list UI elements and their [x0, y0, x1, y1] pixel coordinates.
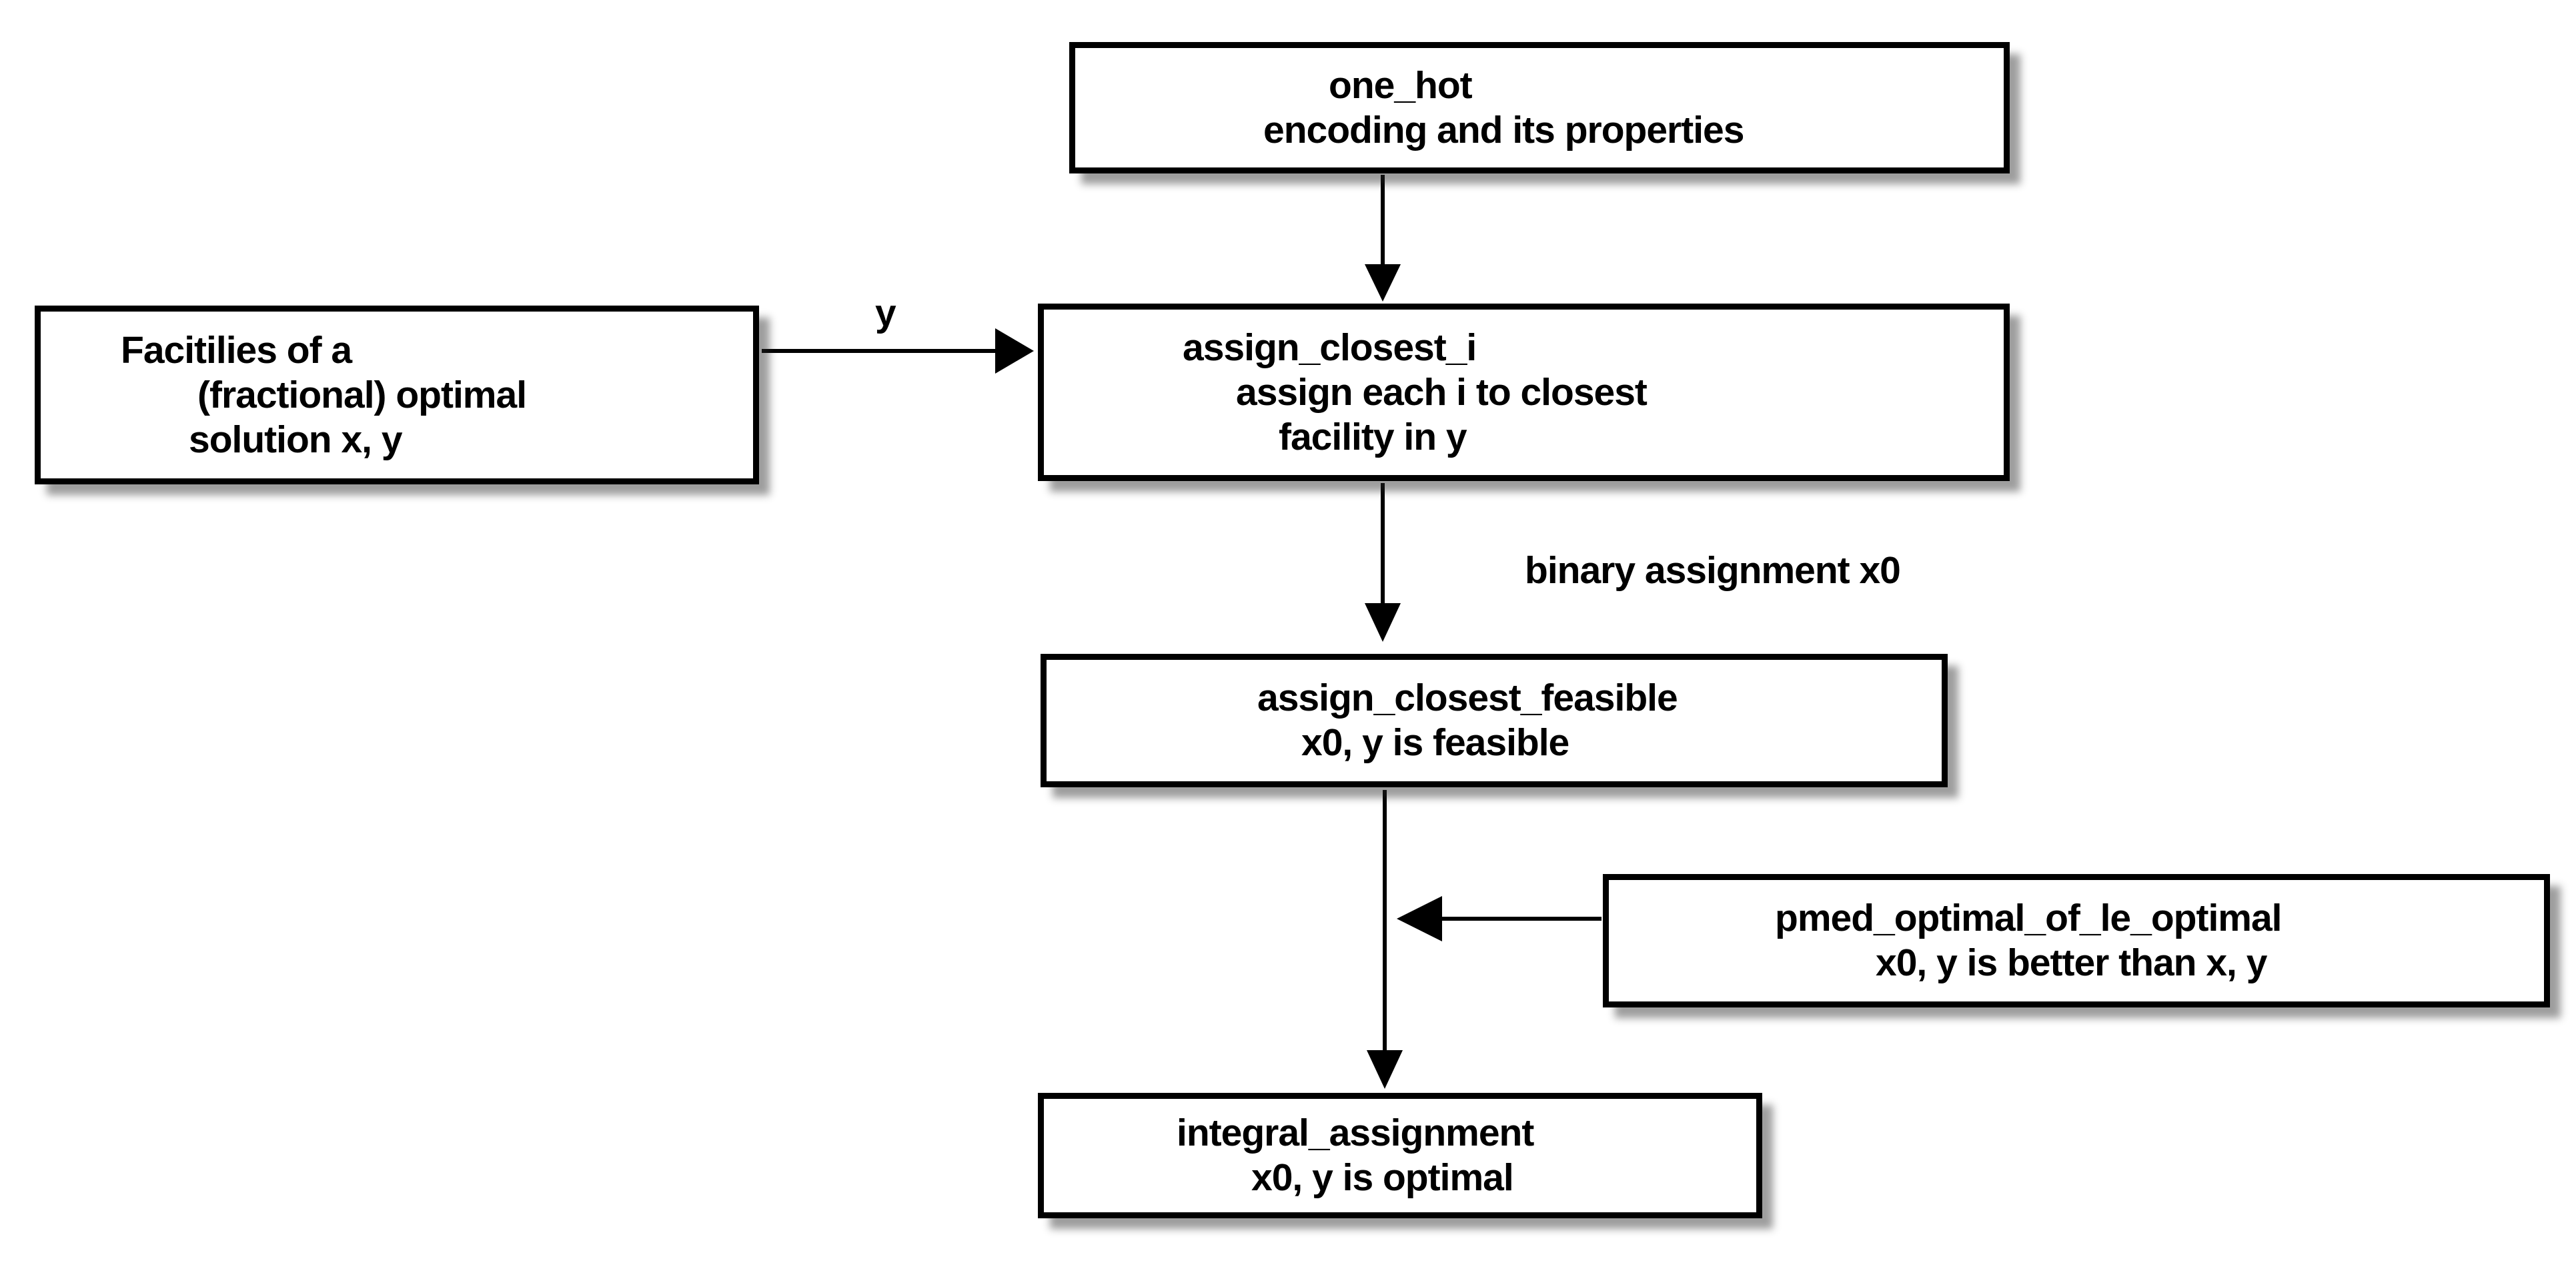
arrowhead-down-icon	[1365, 603, 1401, 642]
edge-label-binary-assignment-x0: binary assignment x0	[1525, 549, 1901, 592]
edge-feasible-to-integral	[1367, 790, 1403, 1089]
edge-pmed-to-junction	[1397, 896, 1601, 941]
node-description: x0, y is feasible	[1301, 721, 1569, 764]
node-integral-assignment: integral_assignment x0, y is optimal	[1038, 1093, 1762, 1218]
edge-facilities-to-assign-closest-i	[762, 328, 1034, 374]
arrowhead-down-icon	[1367, 1050, 1403, 1089]
edge-label-y: y	[875, 292, 896, 334]
node-description: facility in y	[1279, 415, 1467, 458]
node-description: encoding and its properties	[1263, 108, 1744, 151]
node-title: assign_closest_feasible	[1257, 677, 1678, 719]
edge-one-hot-to-assign-closest-i	[1365, 175, 1401, 302]
arrowhead-right-icon	[995, 328, 1034, 374]
edge-assign-closest-i-to-feasible	[1365, 483, 1401, 642]
node-pmed-optimal-of-le-optimal: pmed_optimal_of_le_optimal x0, y is bett…	[1603, 874, 2550, 1007]
node-assign-closest-i: assign_closest_i assign each i to closes…	[1038, 304, 2010, 481]
node-title: integral_assignment	[1177, 1112, 1534, 1154]
node-title: Facitilies of a	[121, 328, 352, 372]
arrowhead-left-icon	[1397, 896, 1442, 941]
node-title: one_hot	[1329, 63, 1473, 107]
node-title: assign_closest_i	[1183, 326, 1477, 369]
node-title: pmed_optimal_of_le_optimal	[1775, 897, 2283, 939]
node-facilities-of-optimal: Facitilies of a (fractional) optimal sol…	[35, 306, 759, 484]
node-one-hot: one_hot encoding and its properties	[1069, 42, 2010, 173]
arrowhead-down-icon	[1365, 264, 1401, 302]
node-description: x0, y is better than x, y	[1876, 941, 2267, 984]
node-description: x0, y is optimal	[1251, 1156, 1514, 1199]
node-assign-closest-feasible: assign_closest_feasible x0, y is feasibl…	[1041, 654, 1948, 787]
node-description: solution x, y	[189, 418, 403, 461]
node-description: assign each i to closest	[1236, 370, 1648, 414]
node-description: (fractional) optimal	[197, 373, 527, 416]
